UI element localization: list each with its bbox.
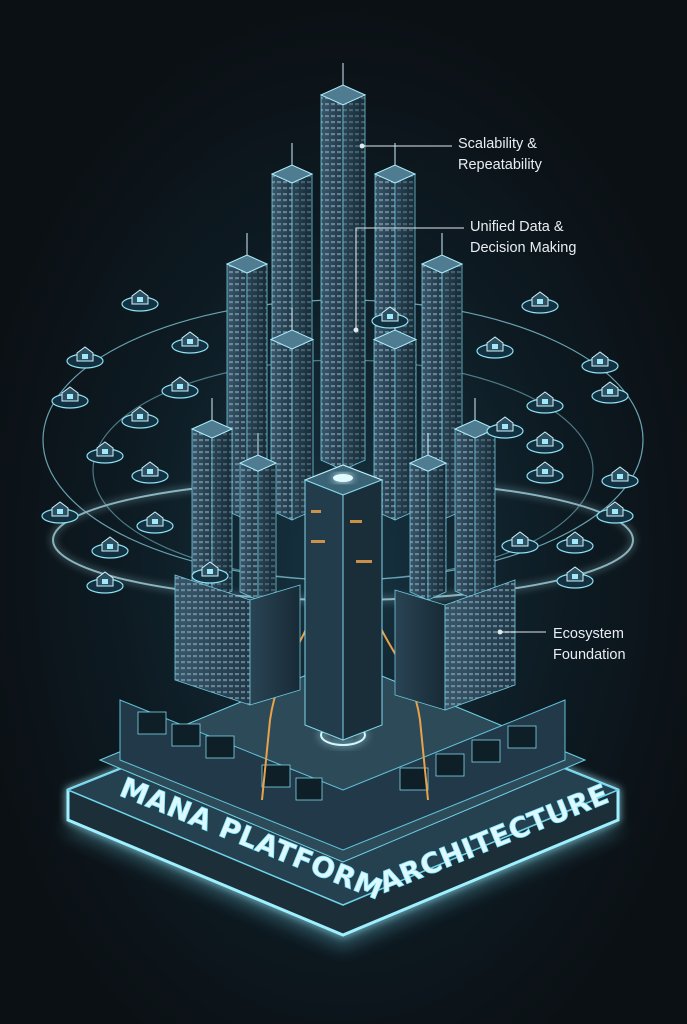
leaf-icon (556, 531, 594, 554)
chart-icon (526, 461, 564, 484)
callout-unified-line1: Unified Data & (470, 219, 564, 235)
cart-icon (191, 561, 229, 584)
callout-unified-data: Unified Data & Decision Making (470, 217, 576, 259)
office-icon (41, 501, 79, 524)
warehouse-icon (476, 336, 514, 359)
house-icon (51, 386, 89, 409)
callout-ecosystem: Ecosystem Foundation (553, 624, 626, 666)
chart-icon (131, 461, 169, 484)
tower-7 (372, 308, 418, 521)
tower-8 (190, 398, 234, 601)
tools-icon (371, 306, 409, 329)
factory-icon (581, 351, 619, 374)
store-icon (591, 381, 629, 404)
building-icon (86, 571, 124, 594)
callout-scalability-line2: Repeatability (458, 157, 542, 173)
tower-6 (269, 308, 315, 521)
callout-lines (353, 143, 546, 635)
tower-4 (225, 233, 269, 521)
truck-icon (121, 406, 159, 429)
tower-1 (319, 63, 367, 471)
money-icon (601, 466, 639, 489)
bank-icon (526, 391, 564, 414)
callout-unified-line2: Decision Making (470, 240, 577, 256)
tower-11 (408, 433, 448, 601)
towers (190, 63, 497, 601)
gear-icon (501, 531, 539, 554)
building-icon (161, 376, 199, 399)
cart-icon (556, 566, 594, 589)
podium-left (174, 574, 301, 706)
callout-ecosystem-line2: Foundation (553, 647, 626, 663)
bank-icon (66, 346, 104, 369)
podium-right (394, 579, 516, 711)
office-icon (596, 501, 634, 524)
core-tower (303, 464, 384, 741)
store-icon (171, 331, 209, 354)
truck-icon (526, 431, 564, 454)
leaf-icon (91, 536, 129, 559)
gear-icon (136, 511, 174, 534)
house-icon (486, 416, 524, 439)
factory-icon (121, 289, 159, 312)
ecosystem-icons (41, 289, 639, 594)
tools-icon (521, 291, 559, 314)
money-icon (86, 441, 124, 464)
tower-10 (238, 433, 278, 601)
callout-ecosystem-line1: Ecosystem (553, 626, 624, 642)
callout-scalability: Scalability & Repeatability (458, 134, 542, 176)
callout-scalability-line1: Scalability & (458, 136, 537, 152)
base-platform (60, 659, 625, 950)
